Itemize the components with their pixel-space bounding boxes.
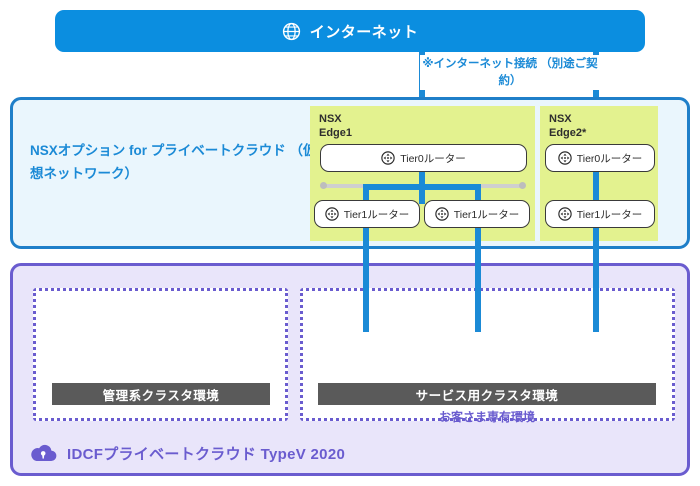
service-cluster-sublabel: お客さま専有環境 (438, 410, 535, 424)
segment-endpoint-right (519, 182, 526, 189)
wire-edge1-bus-to-t1a (363, 184, 369, 206)
edge1-tier0-label: Tier0ルーター (400, 152, 466, 165)
edge1-tier1-a-label: Tier1ルーター (343, 208, 410, 221)
nsx-panel-title: NSXオプション for プライベートクラウド （仮想ネットワーク） (30, 143, 317, 181)
edge1-tier1-b-label: Tier1ルーター (453, 208, 520, 221)
wire-t1b-to-host2 (475, 224, 481, 332)
router-icon (325, 207, 339, 221)
management-cluster-bar: 管理系クラスタ環境 (52, 383, 270, 405)
edge1-tier1-router-a[interactable]: Tier1ルーター (314, 200, 420, 228)
wire-t1a-to-host1 (363, 224, 369, 332)
globe-icon (282, 22, 300, 40)
wire-edge1-bus-to-t1b (475, 184, 481, 206)
wire-edge2-t0-to-t1 (593, 168, 599, 206)
brand-label: IDCFプライベートクラウド TypeV 2020 (67, 445, 346, 463)
router-icon (381, 151, 395, 165)
nsx-edge2-title: NSX Edge2* (549, 113, 587, 140)
edge2-tier0-label: Tier0ルーター (576, 152, 643, 165)
service-cluster-bar: サービス用クラスタ環境 (318, 383, 656, 405)
router-icon (558, 207, 572, 221)
segment-endpoint-left (320, 182, 327, 189)
edge2-tier1-label: Tier1ルーター (576, 208, 643, 221)
internet-label: インターネット (309, 23, 419, 41)
cloud-lock-icon (31, 444, 57, 462)
router-icon (435, 207, 449, 221)
private-cloud-brand: IDCFプライベートクラウド TypeV 2020 (28, 442, 345, 464)
router-icon (558, 151, 572, 165)
edge1-tier1-router-b[interactable]: Tier1ルーター (424, 200, 530, 228)
internet-connection-note: ※インターネット接続 （別途ご契約） (420, 55, 600, 91)
edge2-tier1-router[interactable]: Tier1ルーター (545, 200, 655, 228)
edge1-tier0-router[interactable]: Tier0ルーター (320, 144, 527, 172)
internet-banner: インターネット (55, 10, 645, 52)
wire-edge2-t1-to-host3 (593, 224, 599, 332)
wire-edge1-bus (363, 184, 481, 190)
nsx-edge1-title: NSX Edge1 (319, 113, 353, 140)
edge2-tier0-router[interactable]: Tier0ルーター (545, 144, 655, 172)
